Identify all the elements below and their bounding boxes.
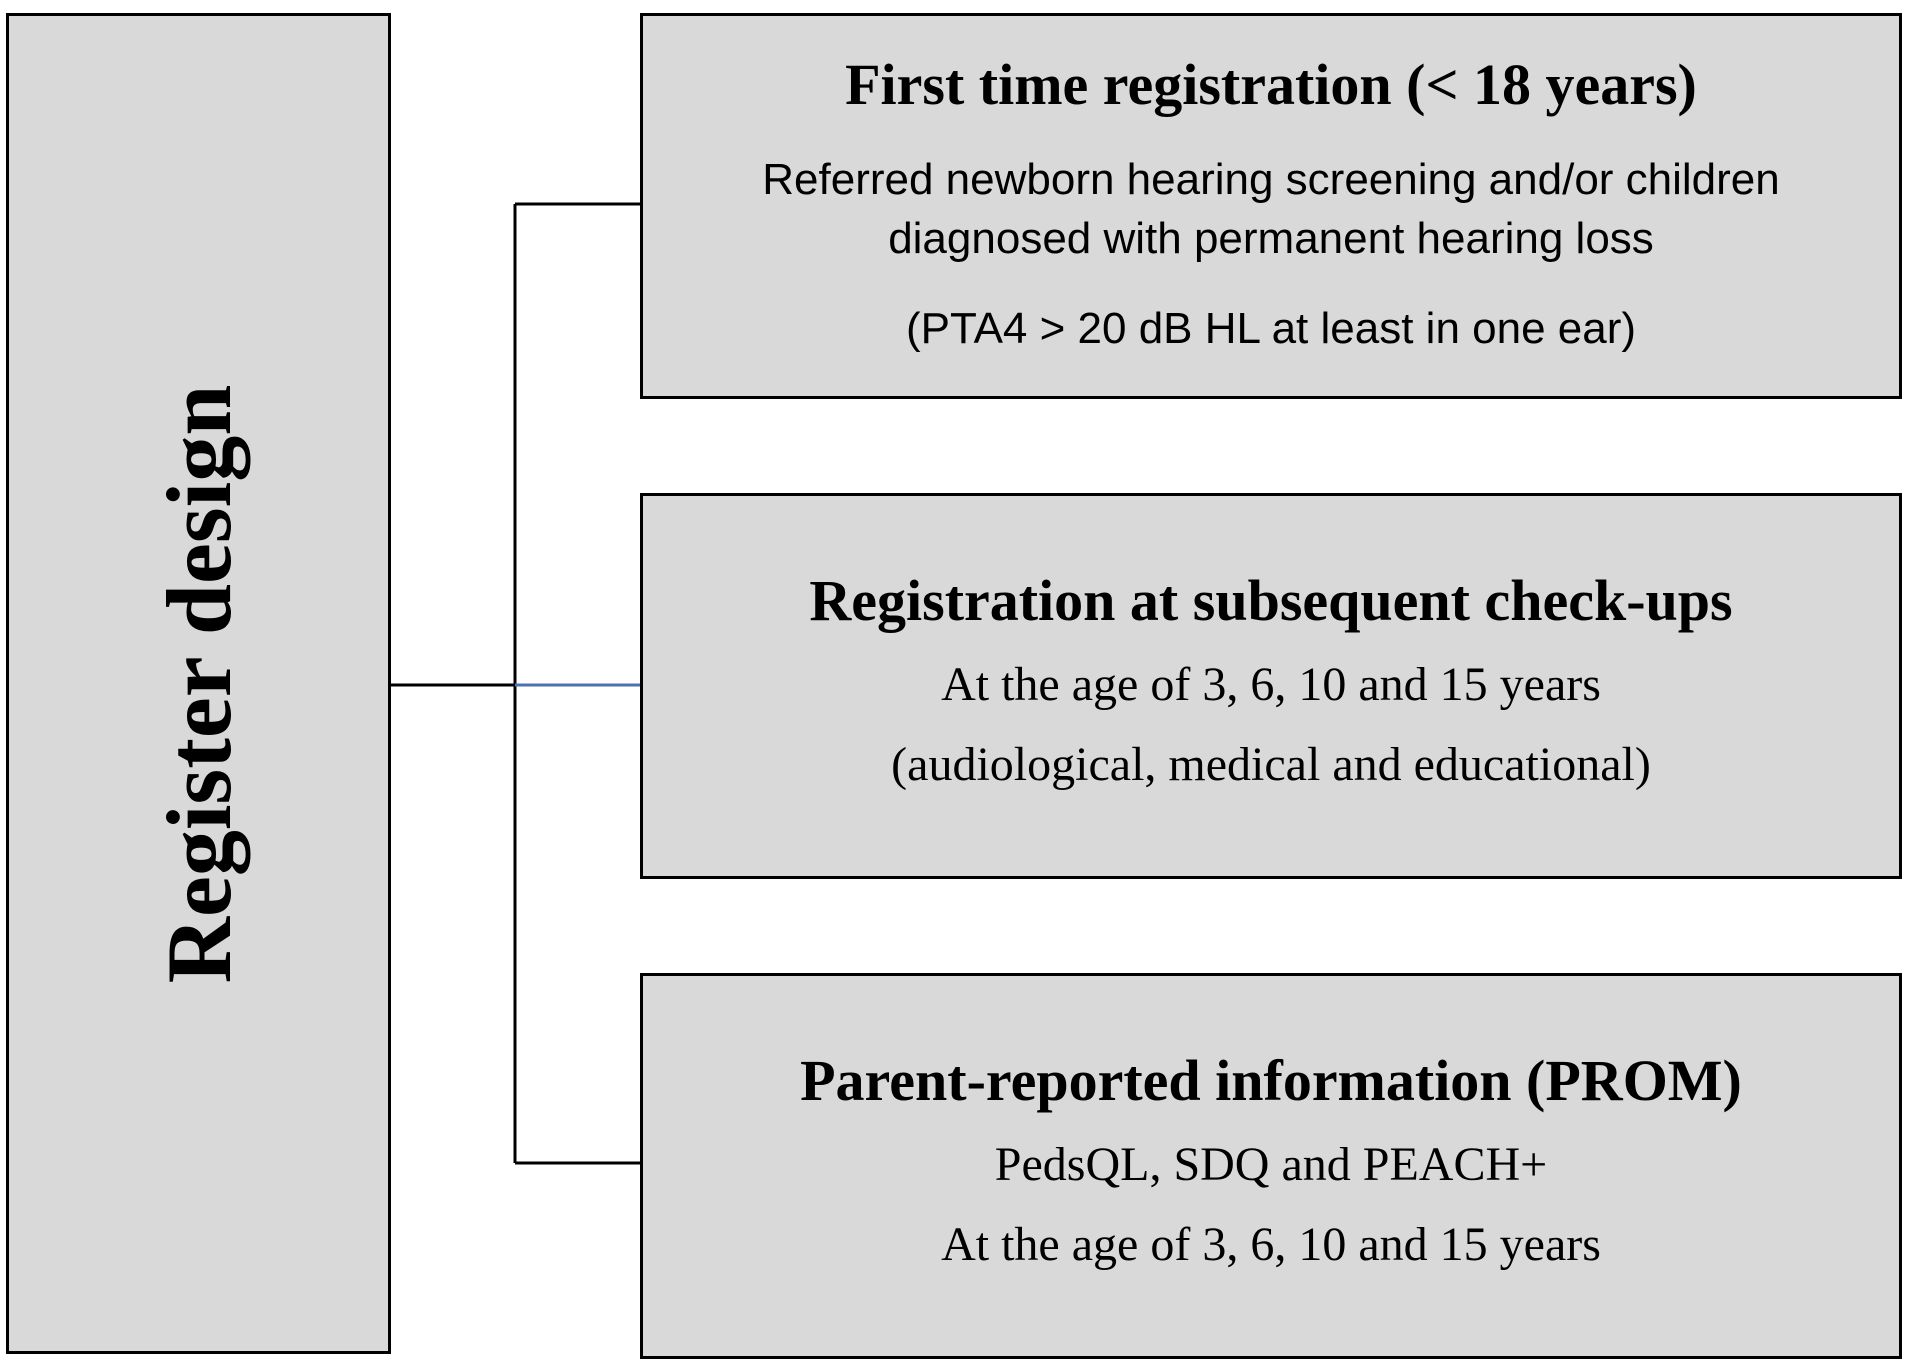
box-2-title: Registration at subsequent check-ups <box>809 568 1733 633</box>
box-1-title: First time registration (< 18 years) <box>845 52 1697 117</box>
box-2-line-1: At the age of 3, 6, 10 and 15 years <box>941 658 1601 711</box>
first-time-registration-box: First time registration (< 18 years) Ref… <box>640 13 1902 399</box>
box-1-line-3: (PTA4 > 20 dB HL at least in one ear) <box>905 304 1637 353</box>
register-design-label: Register design <box>147 384 250 983</box>
box-1-line-1: Referred newborn hearing screening and/o… <box>762 155 1780 204</box>
register-design-box: Register design <box>6 13 391 1354</box>
box-2-line-2: (audiological, medical and educational) <box>891 738 1651 791</box>
box-3-title: Parent-reported information (PROM) <box>800 1048 1742 1113</box>
subsequent-checkups-box: Registration at subsequent check-ups At … <box>640 493 1902 879</box>
parent-reported-info-box: Parent-reported information (PROM) PedsQ… <box>640 973 1902 1359</box>
box-3-line-2: At the age of 3, 6, 10 and 15 years <box>941 1218 1601 1271</box>
box-3-line-1: PedsQL, SDQ and PEACH+ <box>994 1138 1548 1191</box>
box-1-line-2: diagnosed with permanent hearing loss <box>888 214 1654 264</box>
